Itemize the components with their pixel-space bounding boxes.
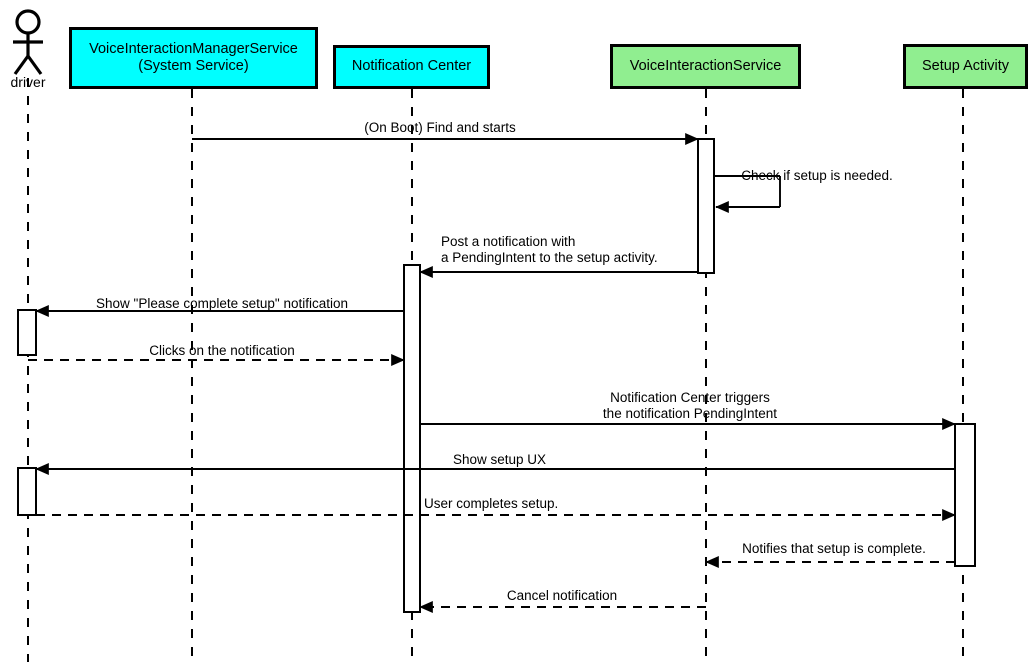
activation-bar-setup_activity: [954, 423, 976, 567]
message-m2: [714, 175, 781, 214]
message-label-m1: (On Boot) Find and starts: [364, 120, 516, 135]
activation-bar-driver: [17, 309, 37, 356]
actor-driver-icon: [13, 9, 43, 75]
actor-driver-label: driver: [10, 74, 46, 90]
message-label-m7: Show setup UX: [453, 452, 547, 467]
activation-bar-vis: [697, 138, 715, 274]
participant-box-notification_center[interactable]: Notification Center: [333, 45, 490, 89]
message-arrow-group: [28, 132, 956, 614]
participant-label-notification_center: Notification Center: [336, 58, 487, 75]
lifeline-group: [27, 78, 964, 662]
participant-label-line1-vims: VoiceInteractionManagerService: [89, 40, 298, 57]
message-label-m10: Cancel notification: [506, 588, 618, 603]
participant-label-line1-vis: VoiceInteractionService: [629, 57, 782, 74]
participant-box-vims[interactable]: VoiceInteractionManagerService(System Se…: [69, 27, 318, 89]
activation-bar-group: [17, 138, 976, 613]
participant-label-vis: VoiceInteractionService: [613, 58, 798, 75]
participant-box-setup_activity[interactable]: Setup Activity: [903, 44, 1028, 89]
participant-label-vims: VoiceInteractionManagerService(System Se…: [72, 41, 315, 75]
message-label-m4: Show "Please complete setup" notificatio…: [96, 296, 348, 311]
participant-label-line2-vims: (System Service): [138, 58, 249, 74]
activation-bar-notification_center: [403, 264, 421, 613]
message-label-m8: User completes setup.: [424, 496, 559, 511]
participant-label-setup_activity: Setup Activity: [906, 58, 1025, 75]
message-label-m6: Notification Center triggers the notific…: [602, 390, 778, 422]
message-label-m2: Check if setup is needed.: [741, 168, 893, 183]
activation-bar-driver: [17, 467, 37, 516]
message-label-m9: Notifies that setup is complete.: [742, 541, 926, 556]
participant-label-line1-notification_center: Notification Center: [351, 58, 472, 75]
message-label-m5: Clicks on the notification: [149, 343, 295, 358]
message-label-m3: Post a notification with a PendingIntent…: [441, 234, 658, 266]
participant-label-line1-setup_activity: Setup Activity: [921, 57, 1010, 74]
participant-box-vis[interactable]: VoiceInteractionService: [610, 44, 801, 89]
